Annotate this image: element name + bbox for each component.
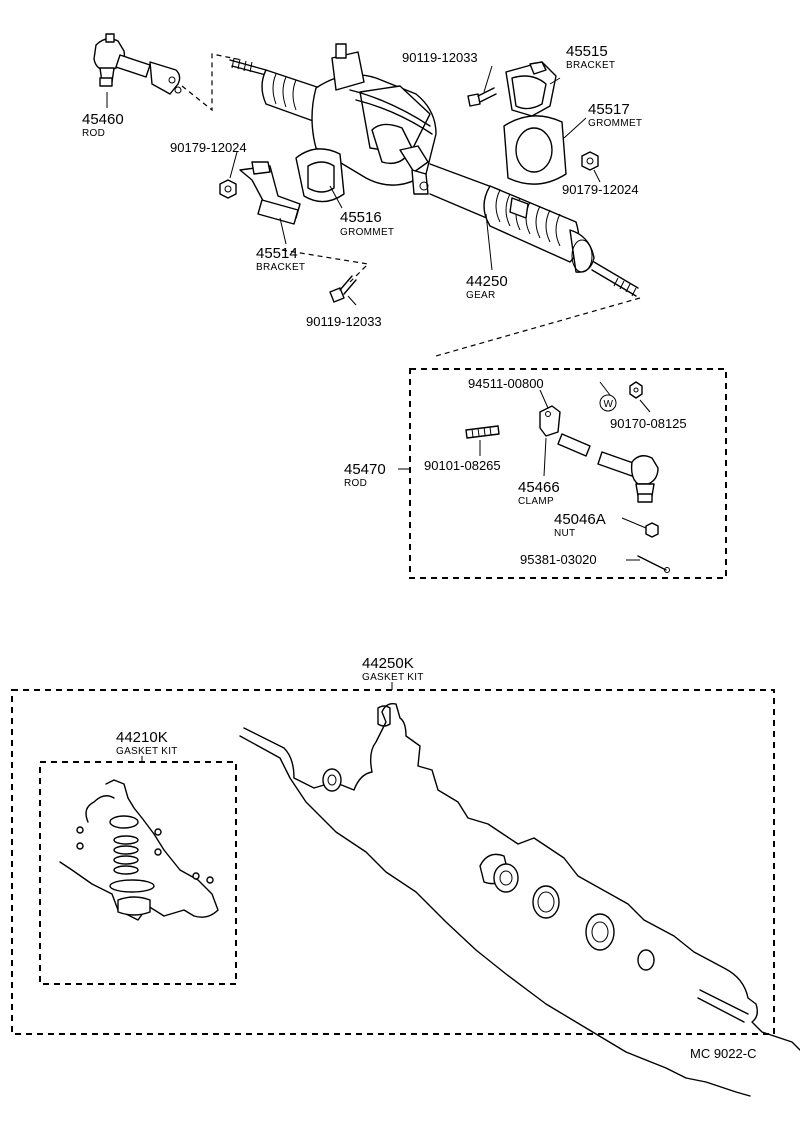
- steering-gear-body: [229, 43, 639, 297]
- part-number-45470: 45470: [344, 461, 386, 478]
- tie-rod-end-left: [93, 33, 182, 95]
- part-label-clamp: CLAMP: [518, 496, 554, 507]
- nut-45046A: [645, 522, 659, 538]
- part-number-90179-right: 90179-12024: [562, 182, 639, 197]
- diagram-code: MC 9022-C: [690, 1046, 756, 1061]
- part-number-45515: 45515: [566, 43, 608, 60]
- part-label-grommet: GROMMET: [340, 227, 394, 238]
- part-number-45046A: 45046A: [554, 511, 606, 528]
- bolt-90119-upper: [467, 87, 497, 107]
- clamp-45466: [539, 405, 561, 437]
- nut-90179-right: [581, 151, 599, 171]
- part-number-90101: 90101-08265: [424, 458, 501, 473]
- part-label-gasket-kit-inner: GASKET KIT: [116, 746, 178, 757]
- valve-housing-detail: [59, 779, 219, 921]
- bolt-90119-lower: [329, 275, 357, 303]
- part-label-bracket: BRACKET: [256, 262, 305, 273]
- part-number-90119-lower: 90119-12033: [306, 314, 382, 329]
- bolt-90101: [465, 425, 500, 439]
- tie-rod-detail-box: [409, 368, 727, 579]
- gasket-kit-44250K-box: [11, 689, 775, 1035]
- part-number-90170: 90170-08125: [610, 416, 687, 431]
- part-number-90119-upper: 90119-12033: [402, 50, 478, 65]
- part-number-44250K: 44250K: [362, 655, 414, 672]
- part-number-94511: 94511-00800: [468, 376, 544, 391]
- grommet-45517: [503, 115, 567, 185]
- part-number-45516: 45516: [340, 209, 382, 226]
- rod-guide-dash: [181, 53, 243, 112]
- part-label-gasket-kit: GASKET KIT: [362, 672, 424, 683]
- part-number-90179-left: 90179-12024: [170, 140, 247, 155]
- part-label-nut: NUT: [554, 528, 575, 539]
- bracket-45515: [505, 61, 557, 117]
- nut-90179-left: [219, 179, 237, 199]
- part-number-45514: 45514: [256, 245, 298, 262]
- part-number-45460: 45460: [82, 111, 124, 128]
- rod-sleeve: [557, 433, 591, 457]
- part-label-grommet-right: GROMMET: [588, 118, 642, 129]
- part-label-bracket-right: BRACKET: [566, 60, 615, 71]
- part-number-44250: 44250: [466, 273, 508, 290]
- part-number-44210K: 44210K: [116, 729, 168, 746]
- part-number-45466: 45466: [518, 479, 560, 496]
- bracket-45514: [239, 161, 301, 225]
- part-number-95381: 95381-03020: [520, 552, 597, 567]
- part-label-rod-45470: ROD: [344, 478, 367, 489]
- grommet-45516: [295, 148, 345, 203]
- part-label-gear: GEAR: [466, 290, 496, 301]
- cotter-pin-95381: [637, 555, 670, 573]
- washer-w-mark: W: [604, 399, 614, 410]
- washer-w: W: [599, 394, 617, 412]
- part-label-rod: ROD: [82, 128, 105, 139]
- part-number-45517: 45517: [588, 101, 630, 118]
- gear-housing-outline: [239, 702, 800, 1097]
- nut-90170: [629, 381, 643, 399]
- gasket-kit-44210K-box: [39, 761, 237, 985]
- tie-rod-end-detail: [597, 451, 659, 503]
